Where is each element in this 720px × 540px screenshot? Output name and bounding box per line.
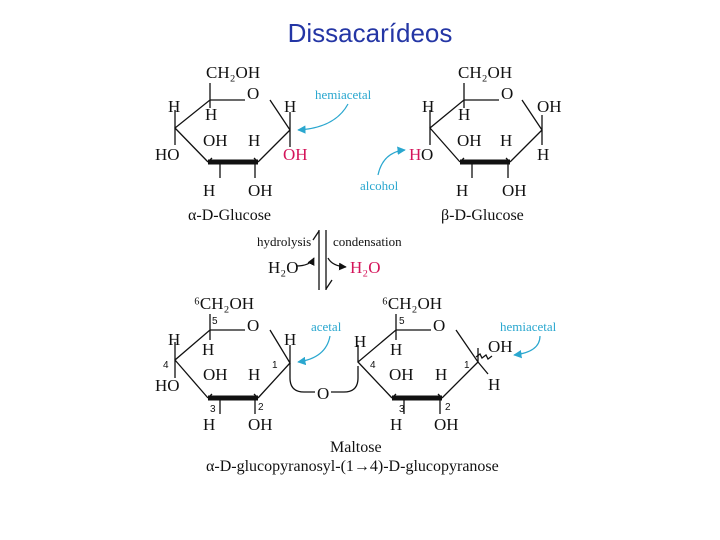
beta-ch2oh: CH₂OH bbox=[458, 63, 512, 82]
maltose-left-h-c2: H bbox=[203, 415, 215, 434]
acetal-arrow bbox=[297, 335, 331, 366]
page-title: Dissacarídeos bbox=[287, 18, 453, 48]
alpha-h-c4: H bbox=[168, 97, 180, 116]
alpha-ring-oxygen: O bbox=[247, 84, 259, 103]
maltose-right-h-c1: H bbox=[488, 375, 500, 394]
maltose-right-c4-number: 4 bbox=[370, 360, 376, 371]
alpha-ho-c4: HO bbox=[155, 145, 180, 164]
hydrolysis-arrow-barb bbox=[312, 230, 320, 241]
maltose-right-c2-number: 2 bbox=[445, 402, 451, 413]
maltose-right-c3-number: 3 bbox=[399, 404, 405, 415]
maltose-right-h-c3: H bbox=[435, 365, 447, 384]
hemiacetal-label-top: hemiacetal bbox=[315, 87, 372, 102]
maltose-right-ring: ⁶CH₂OH 5 O H H 4 1 OH H OH H 3 2 H OH bbox=[354, 294, 513, 434]
beta-oh-c3: OH bbox=[457, 131, 482, 150]
beta-h-c5: H bbox=[458, 105, 470, 124]
maltose-name: Maltose bbox=[330, 439, 382, 456]
alpha-glucose-name: α-D-Glucose bbox=[188, 207, 271, 224]
beta-h-c3: H bbox=[500, 131, 512, 150]
maltose-left-c3-number: 3 bbox=[210, 404, 216, 415]
maltose-right-oh-c1: OH bbox=[488, 337, 513, 356]
maltose-left-ch2oh: ⁶CH₂OH bbox=[194, 294, 254, 313]
maltose-left-oh-c2: OH bbox=[248, 415, 273, 434]
alpha-h-c2: H bbox=[203, 181, 215, 200]
maltose-right-oh-c2: OH bbox=[434, 415, 459, 434]
beta-h-of-ho: H bbox=[409, 145, 421, 164]
maltose-right-ch2oh: ⁶CH₂OH bbox=[382, 294, 442, 313]
beta-h-c1: H bbox=[537, 145, 549, 164]
beta-oh-c1: OH bbox=[537, 97, 562, 116]
alpha-oh-c1: OH bbox=[283, 145, 308, 164]
water-in-arrow bbox=[295, 257, 315, 267]
maltose-left-c1-number: 1 bbox=[272, 360, 278, 371]
maltose-left-c2-number: 2 bbox=[258, 402, 264, 413]
water-out-arrow bbox=[327, 257, 347, 271]
maltose-right-c1-number: 1 bbox=[464, 360, 470, 371]
maltose-right-oh-c3: OH bbox=[389, 365, 414, 384]
alpha-h-c1: H bbox=[284, 97, 296, 116]
condensation-arrow-barb bbox=[325, 279, 333, 290]
maltose-right-c5-number: 5 bbox=[399, 316, 405, 327]
maltose-left-h-c3: H bbox=[248, 365, 260, 384]
alpha-oh-c3: OH bbox=[203, 131, 228, 150]
maltose-left-h-c1: H bbox=[284, 330, 296, 349]
beta-o-of-ho: O bbox=[421, 145, 433, 164]
maltose-right-c1-h-bond bbox=[477, 361, 489, 375]
beta-h-c2: H bbox=[456, 181, 468, 200]
maltose-left-ho: HO bbox=[155, 376, 180, 395]
beta-glucose: CH₂OH O OH H H H O OH H H H OH β-D-Gluco… bbox=[409, 63, 562, 224]
maltose-right-h-c4: H bbox=[354, 332, 366, 351]
condensation-label: condensation bbox=[333, 234, 402, 249]
acetal-label: acetal bbox=[311, 319, 342, 334]
water-reactant: H₂O bbox=[268, 258, 298, 277]
glycosidic-oxygen: O bbox=[317, 384, 329, 403]
beta-oh-c2: OH bbox=[502, 181, 527, 200]
reaction-arrows: hydrolysis condensation H₂O H₂O bbox=[257, 230, 402, 290]
hemiacetal-arrow-top bbox=[297, 103, 349, 134]
alpha-h-c3: H bbox=[248, 131, 260, 150]
maltose-left-oh-c3: OH bbox=[203, 365, 228, 384]
maltose-left-c4-number: 4 bbox=[163, 360, 169, 371]
alcohol-label: alcohol bbox=[360, 178, 399, 193]
maltose-left-c5-number: 5 bbox=[212, 316, 218, 327]
alpha-glucose: CH₂OH O H H H HO OH H OH H OH α-D-Glucos… bbox=[155, 63, 308, 224]
hemiacetal-arrow-maltose bbox=[513, 335, 541, 359]
alpha-h-c5: H bbox=[205, 105, 217, 124]
beta-h-c4: H bbox=[422, 97, 434, 116]
hemiacetal-label-maltose: hemiacetal bbox=[500, 319, 557, 334]
maltose-right-h-c5: H bbox=[390, 340, 402, 359]
maltose-left-ring: ⁶CH₂OH 5 O H H H 4 1 HO OH H 3 2 H OH bbox=[155, 294, 296, 434]
maltose-left-ring-oxygen: O bbox=[247, 316, 259, 335]
glycosidic-bond bbox=[289, 363, 359, 393]
hydrolysis-label: hydrolysis bbox=[257, 234, 311, 249]
maltose-systematic-name: α-D-glucopyranosyl-(1→4)-D-glucopyranose bbox=[206, 458, 499, 475]
beta-glucose-name: β-D-Glucose bbox=[441, 207, 524, 224]
maltose-right-ring-oxygen: O bbox=[433, 316, 445, 335]
beta-ring-oxygen: O bbox=[501, 84, 513, 103]
alpha-ch2oh: CH₂OH bbox=[206, 63, 260, 82]
water-product: H₂O bbox=[350, 258, 380, 277]
maltose-right-wavy-bond bbox=[475, 353, 493, 360]
maltose-left-h-c4: H bbox=[168, 330, 180, 349]
maltose-right-h-c2: H bbox=[390, 415, 402, 434]
alpha-oh-c2: OH bbox=[248, 181, 273, 200]
alcohol-arrow bbox=[377, 146, 406, 176]
maltose-left-h-c5: H bbox=[202, 340, 214, 359]
